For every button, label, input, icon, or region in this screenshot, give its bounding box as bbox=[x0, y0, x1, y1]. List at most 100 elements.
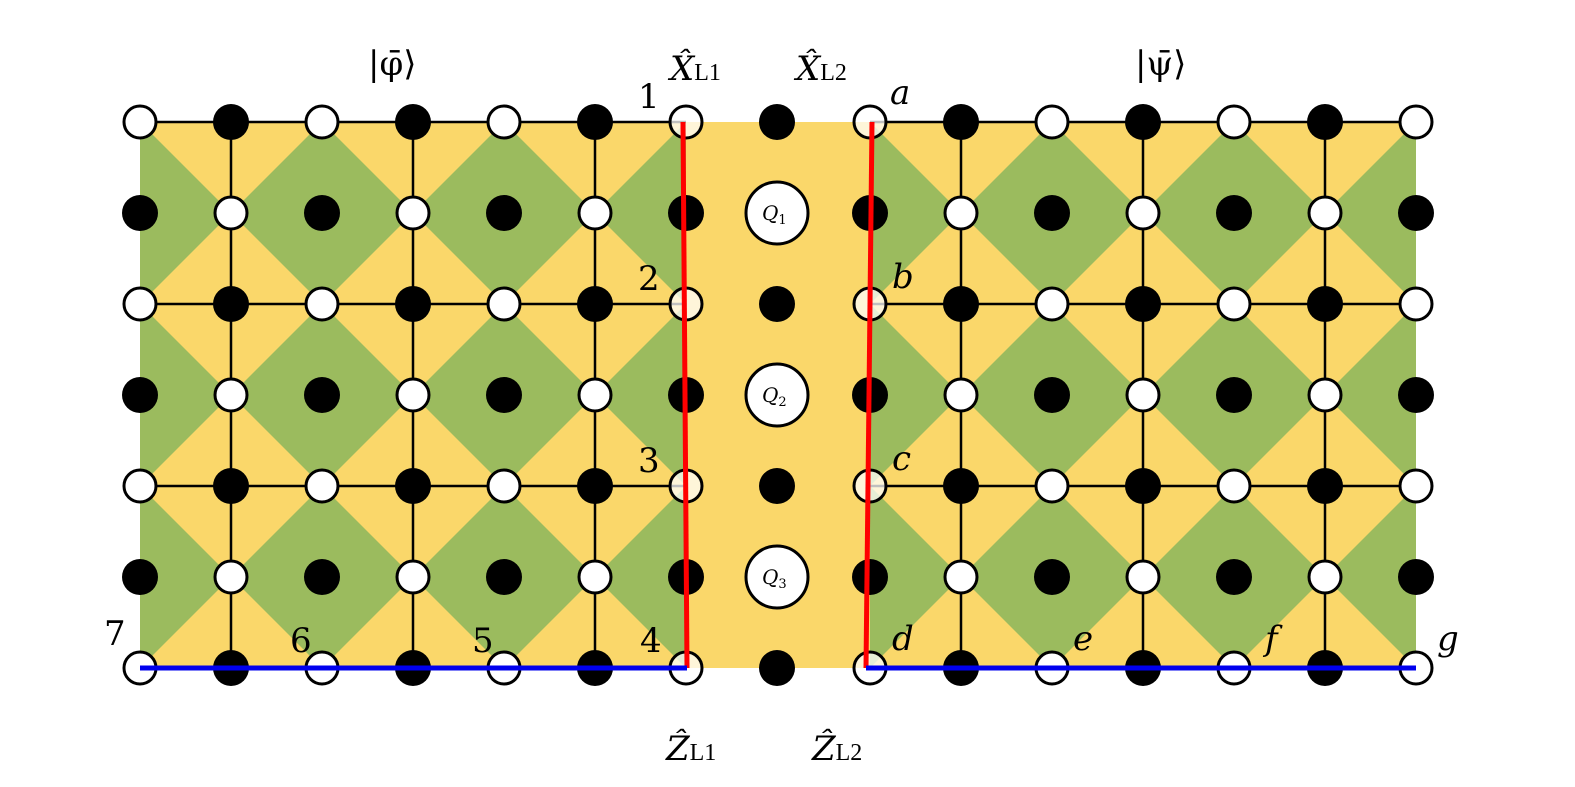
data-qubit-white bbox=[304, 104, 340, 140]
stabilizer-qubit-black bbox=[1398, 377, 1434, 413]
data-qubit-white bbox=[1034, 468, 1070, 504]
site-label-a: a bbox=[890, 73, 910, 113]
data-qubit-white bbox=[395, 377, 431, 413]
site-label-1: 1 bbox=[638, 77, 660, 117]
ancilla-q2 bbox=[744, 362, 810, 428]
stabilizer-qubit-black bbox=[122, 559, 158, 595]
data-qubit-white bbox=[1034, 104, 1070, 140]
middle-black-qubit bbox=[759, 650, 795, 686]
stabilizer-qubit-black bbox=[852, 559, 888, 595]
ancilla-q2-label: Q2 bbox=[762, 383, 787, 410]
left-plaquette bbox=[140, 122, 231, 304]
middle-black-qubit bbox=[759, 286, 795, 322]
stabilizer-qubit-black bbox=[943, 468, 979, 504]
ancilla-q3 bbox=[744, 544, 810, 610]
stabilizer-qubit-black bbox=[577, 104, 613, 140]
data-qubit-white bbox=[1307, 377, 1343, 413]
stabilizer-qubit-black bbox=[1398, 559, 1434, 595]
data-qubit-white bbox=[668, 104, 704, 140]
right-plaquette bbox=[1325, 486, 1416, 668]
data-qubit-white bbox=[213, 559, 249, 595]
z-l1-label: ẐL1 bbox=[665, 728, 716, 769]
stabilizer-qubit-black bbox=[1307, 468, 1343, 504]
data-qubit-white bbox=[943, 195, 979, 231]
data-qubit-white bbox=[486, 468, 522, 504]
stabilizer-qubit-black bbox=[122, 195, 158, 231]
stabilizer-qubit-black bbox=[1307, 286, 1343, 322]
ancilla-q1 bbox=[744, 180, 810, 246]
data-qubit-white bbox=[1034, 286, 1070, 322]
data-qubit-white bbox=[1398, 104, 1434, 140]
right-plaquette bbox=[1325, 122, 1416, 304]
data-qubit-white bbox=[1216, 104, 1252, 140]
data-qubit-white bbox=[577, 377, 613, 413]
data-qubit-white bbox=[395, 559, 431, 595]
site-label-5: 5 bbox=[472, 621, 494, 661]
site-label-c: c bbox=[892, 439, 911, 479]
stabilizer-qubit-black bbox=[122, 377, 158, 413]
x-l1-label: X̂L1 bbox=[667, 48, 721, 89]
right-state-label: |ψ̄⟩ bbox=[1135, 44, 1186, 84]
qubits bbox=[122, 104, 1434, 686]
left-plaquette bbox=[595, 486, 686, 668]
left-plaquette bbox=[595, 122, 686, 304]
stabilizer-qubit-black bbox=[1125, 468, 1161, 504]
site-label-e: e bbox=[1073, 619, 1093, 659]
x-l2-label: X̂L2 bbox=[793, 48, 847, 89]
middle-black-qubit bbox=[759, 104, 795, 140]
stabilizer-qubit-black bbox=[213, 468, 249, 504]
stabilizer-qubit-black bbox=[486, 195, 522, 231]
data-qubit-white bbox=[1307, 195, 1343, 231]
data-qubit-white bbox=[395, 195, 431, 231]
stabilizer-qubit-black bbox=[213, 104, 249, 140]
data-qubit-white bbox=[1125, 559, 1161, 595]
data-qubit-white bbox=[486, 104, 522, 140]
stabilizer-qubit-black bbox=[1125, 286, 1161, 322]
stabilizer-qubit-black bbox=[395, 104, 431, 140]
x-l2-operator bbox=[863, 121, 875, 669]
stabilizer-qubit-black bbox=[486, 377, 522, 413]
right-plaquette bbox=[870, 486, 961, 668]
middle-black-qubit bbox=[759, 468, 795, 504]
stabilizer-qubit-black bbox=[304, 559, 340, 595]
right-plaquette bbox=[870, 304, 961, 486]
site-label-b: b bbox=[892, 257, 914, 297]
x-l1-operator bbox=[680, 121, 690, 669]
left-plaquette bbox=[140, 304, 231, 486]
data-qubit-white bbox=[1125, 377, 1161, 413]
data-qubit-white bbox=[1398, 468, 1434, 504]
stabilizer-qubit-black bbox=[1398, 195, 1434, 231]
site-label-d: d bbox=[892, 619, 914, 659]
z-l2-label: ẐL2 bbox=[811, 728, 862, 769]
stabilizer-qubit-black bbox=[1125, 104, 1161, 140]
data-qubit-white bbox=[577, 559, 613, 595]
site-label-4: 4 bbox=[640, 621, 662, 661]
left-state-label: |φ̄⟩ bbox=[368, 44, 417, 84]
data-qubit-white bbox=[1216, 286, 1252, 322]
stabilizer-qubit-black bbox=[213, 286, 249, 322]
stabilizer-qubit-black bbox=[1307, 104, 1343, 140]
stabilizer-qubit-black bbox=[943, 286, 979, 322]
data-qubit-white bbox=[122, 468, 158, 504]
data-qubit-white bbox=[122, 104, 158, 140]
stabilizer-qubit-black bbox=[395, 286, 431, 322]
right-plaquette bbox=[1325, 304, 1416, 486]
data-qubit-white bbox=[486, 286, 522, 322]
data-qubit-white bbox=[122, 286, 158, 322]
data-qubit-white bbox=[213, 377, 249, 413]
stabilizer-qubit-black bbox=[395, 468, 431, 504]
stabilizer-qubit-black bbox=[943, 104, 979, 140]
data-qubit-white bbox=[213, 195, 249, 231]
stabilizer-qubit-black bbox=[1216, 377, 1252, 413]
site-label-2: 2 bbox=[638, 259, 660, 299]
data-qubit-white bbox=[1125, 195, 1161, 231]
stabilizer-qubit-black bbox=[1216, 195, 1252, 231]
data-qubit-white bbox=[943, 377, 979, 413]
left-plaquette bbox=[140, 486, 231, 668]
stabilizer-qubit-black bbox=[1216, 559, 1252, 595]
data-qubit-white bbox=[1398, 286, 1434, 322]
site-label-6: 6 bbox=[290, 621, 312, 661]
site-label-3: 3 bbox=[638, 441, 660, 481]
right-plaquette bbox=[870, 122, 961, 304]
